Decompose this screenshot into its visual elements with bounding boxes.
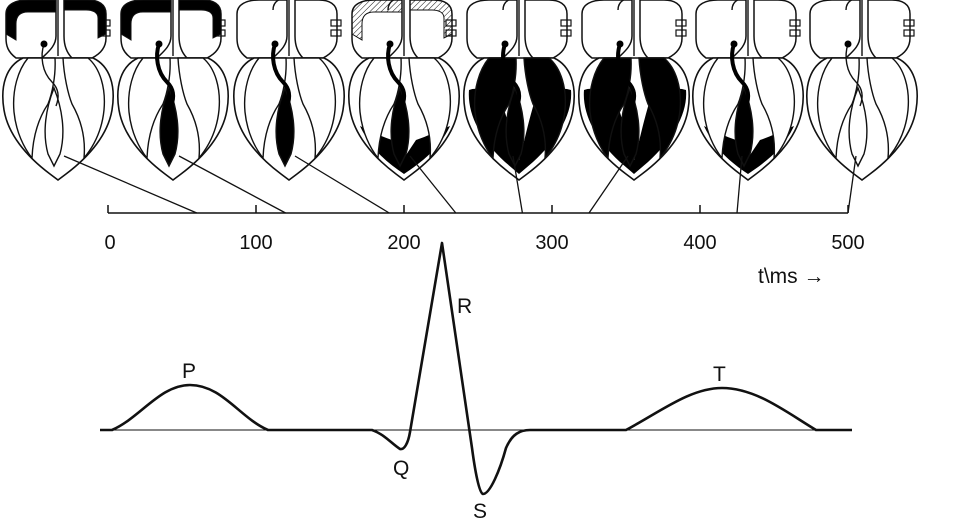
right-ventricle: [866, 57, 910, 161]
conduction-bundle: [501, 43, 522, 107]
time-tick-label: 200: [387, 232, 420, 254]
conduction-bundle: [616, 43, 637, 107]
atrial-depolarization: [178, 0, 222, 39]
left-atrium: [236, 0, 288, 59]
septum: [620, 86, 640, 168]
time-axis-ticks: 0 100 200 300 400 500: [104, 205, 865, 254]
heart-frame: [117, 0, 229, 181]
heart-frames: [2, 0, 918, 181]
septum: [275, 86, 295, 168]
ventricular-depolarization: [704, 126, 794, 174]
ecg-trace: P Q R S T: [100, 241, 852, 523]
vein-stub: [675, 19, 687, 27]
sinoatrial-node: [501, 40, 509, 48]
frame-connector: [409, 155, 457, 214]
vein-stub: [903, 19, 915, 27]
r-wave-label: R: [457, 295, 472, 318]
vein-stub: [675, 29, 687, 37]
frame-connector: [178, 155, 286, 214]
atrial-depolarization: [409, 0, 453, 39]
sinoatrial-node: [155, 40, 163, 48]
septum: [159, 86, 179, 168]
sinoatrial-node: [386, 40, 394, 48]
p-wave-label: P: [182, 360, 196, 383]
right-ventricle: [408, 57, 452, 161]
right-ventricle: [523, 57, 567, 161]
heart-frame: [348, 0, 460, 181]
heart-frame: [233, 0, 345, 181]
right-atrium: [639, 0, 683, 59]
vein-stub: [560, 19, 572, 27]
aorta-stub: [617, 0, 625, 11]
time-tick-label: 0: [104, 232, 115, 254]
septum: [44, 86, 64, 168]
heart-frame: [578, 0, 690, 181]
right-ventricle: [177, 57, 221, 161]
frame-connector: [63, 155, 198, 214]
time-axis: 0 100 200 300 400 500 t\ms →: [104, 205, 865, 288]
septum: [390, 86, 410, 168]
frame-connector: [588, 155, 629, 214]
heart-frame: [806, 0, 918, 181]
right-ventricle: [293, 57, 337, 161]
conduction-bundle: [845, 43, 863, 107]
right-atrium: [867, 0, 911, 59]
aorta-stub: [502, 0, 510, 11]
right-atrium: [524, 0, 568, 59]
ventricular-depolarization: [360, 126, 450, 174]
right-ventricle: [752, 57, 796, 161]
vein-stub: [330, 29, 342, 37]
connector-lines: [63, 155, 857, 214]
conduction-bundle: [155, 43, 176, 107]
sinoatrial-node: [730, 40, 738, 48]
right-atrium: [753, 0, 797, 59]
atrial-depolarization: [5, 0, 57, 41]
vein-stub: [789, 29, 801, 37]
frame-connector: [512, 155, 524, 214]
heart-frame: [2, 0, 114, 181]
conduction-bundle: [730, 43, 751, 107]
time-tick-label: 300: [535, 232, 568, 254]
conduction-bundle: [271, 43, 292, 107]
time-tick-label: 100: [239, 232, 272, 254]
left-atrium: [466, 0, 518, 59]
s-wave-label: S: [473, 500, 487, 523]
frame-connector: [847, 155, 857, 214]
sinoatrial-node: [616, 40, 624, 48]
time-tick-label: 500: [831, 232, 864, 254]
conduction-bundle: [41, 43, 59, 107]
ecg-waveform: [100, 241, 852, 496]
q-wave-label: Q: [393, 457, 409, 480]
vein-stub: [560, 29, 572, 37]
time-tick-label: 400: [683, 232, 716, 254]
left-atrium: [809, 0, 861, 59]
vein-stub: [789, 19, 801, 27]
frame-connector: [294, 155, 390, 214]
conduction-bundle: [386, 43, 407, 107]
aorta-stub: [845, 0, 853, 11]
sinoatrial-node: [844, 40, 852, 48]
atrial-depolarization: [63, 0, 107, 39]
right-ventricle: [638, 57, 682, 161]
septum: [734, 86, 754, 168]
atrial-depolarization: [351, 0, 403, 41]
atrial-depolarization: [120, 0, 172, 41]
sinoatrial-node: [271, 40, 279, 48]
left-atrium: [695, 0, 747, 59]
heart-frame: [692, 0, 804, 181]
heart-frame: [463, 0, 575, 181]
time-axis-label: t\ms →: [758, 265, 825, 288]
right-ventricle: [62, 57, 106, 161]
septum: [848, 86, 868, 168]
left-atrium: [581, 0, 633, 59]
aorta-stub: [272, 0, 280, 11]
vein-stub: [903, 29, 915, 37]
sinoatrial-node: [40, 40, 48, 48]
t-wave-label: T: [713, 363, 726, 386]
aorta-stub: [731, 0, 739, 11]
frame-connector: [736, 155, 743, 214]
vein-stub: [330, 19, 342, 27]
right-atrium: [294, 0, 338, 59]
